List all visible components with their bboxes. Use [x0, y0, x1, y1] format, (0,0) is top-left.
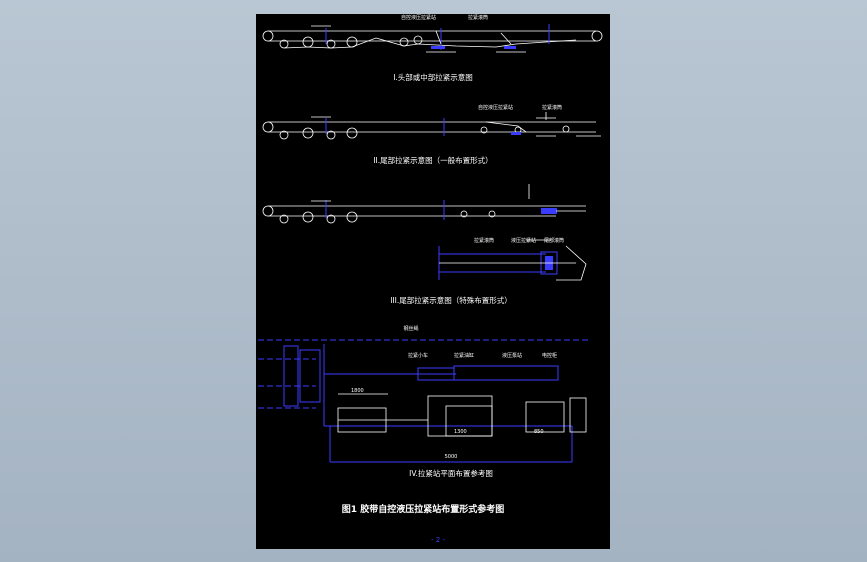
diagram-4-station-layout: 钢丝绳 1800 1300 850 5000 拉紧小车 拉紧油缸 液压泵站 电控… — [258, 325, 590, 478]
d1-label-b: 拉紧滚筒 — [468, 14, 488, 21]
d3-caption: III.尾部拉紧示意图（特殊布置形式） — [390, 295, 512, 305]
d4-caption: IV.拉紧站平面布置参考图 — [409, 468, 493, 478]
d3-label-b: 液压拉紧站 — [511, 237, 536, 244]
diagram-1-head-tension: 自控液压拉紧站 拉紧滚筒 I.头部或中部拉紧示意图 — [262, 14, 603, 82]
d4-dim-1: 1800 — [351, 388, 364, 394]
d3-label-c: 尾部滚筒 — [544, 237, 564, 244]
d1-label-a: 自控液压拉紧站 — [401, 14, 436, 21]
d4-top-label: 钢丝绳 — [403, 325, 418, 332]
diagram-3-tail-tension-special: 拉紧滚筒 液压拉紧站 尾部滚筒 III.尾部拉紧示意图（特殊布置形式） — [262, 184, 587, 305]
figure-title: 图1 胶带自控液压拉紧站布置形式参考图 — [342, 503, 504, 515]
d4-dim-total: 5000 — [445, 454, 458, 460]
d4-dim-3: 850 — [534, 429, 544, 435]
drawing-sheet: 自控液压拉紧站 拉紧滚筒 I.头部或中部拉紧示意图 自控液压拉紧站 拉紧滚筒 I… — [256, 14, 610, 549]
d4-dim-2: 1300 — [454, 429, 467, 435]
page-number: - 2 - — [431, 536, 445, 544]
d3-label-a: 拉紧滚筒 — [474, 237, 494, 244]
d2-label-a: 自控液压拉紧站 — [478, 104, 513, 111]
d4-label-d: 电控柜 — [542, 352, 557, 359]
d4-label-a: 拉紧小车 — [408, 352, 428, 359]
d1-caption: I.头部或中部拉紧示意图 — [393, 72, 473, 82]
d4-label-c: 液压泵站 — [502, 352, 522, 359]
d2-caption: II.尾部拉紧示意图（一般布置形式） — [373, 155, 492, 165]
diagram-2-tail-tension-normal: 自控液压拉紧站 拉紧滚筒 II.尾部拉紧示意图（一般布置形式） — [262, 104, 601, 165]
d4-label-b: 拉紧油缸 — [454, 352, 474, 359]
cad-drawing: 自控液压拉紧站 拉紧滚筒 I.头部或中部拉紧示意图 自控液压拉紧站 拉紧滚筒 I… — [258, 14, 603, 544]
d2-label-b: 拉紧滚筒 — [542, 104, 562, 111]
